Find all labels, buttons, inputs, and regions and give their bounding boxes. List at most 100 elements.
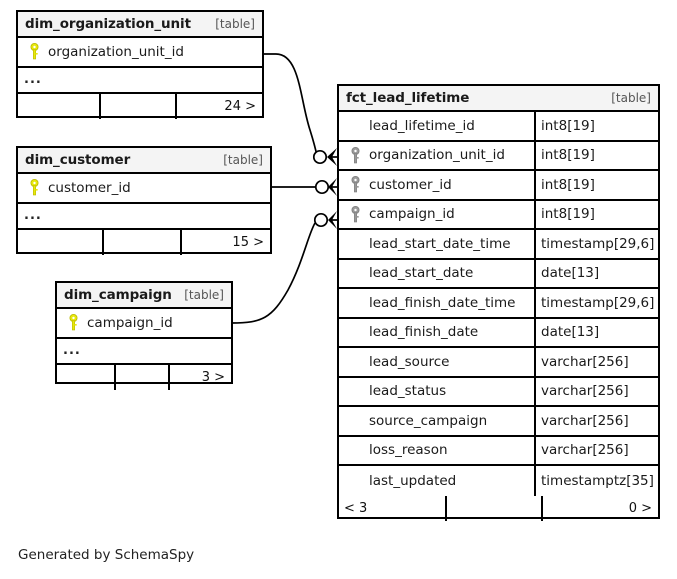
column-label: organization_unit_id: [48, 43, 184, 60]
primary-key-icon: [63, 314, 83, 331]
column-name-cell: campaign_id: [339, 201, 534, 229]
entity-type-tag: [table]: [215, 16, 255, 31]
column-type-cell: varchar[256]: [534, 348, 658, 376]
column-type-cell: date[13]: [534, 259, 658, 287]
foreign-key-icon: [345, 205, 365, 223]
column-name-cell: customer_id: [18, 174, 270, 202]
footer-middle-cell: [116, 364, 171, 390]
entity-header: dim_organization_unit [table]: [18, 12, 262, 38]
column-row[interactable]: campaign_id: [57, 309, 231, 339]
entity-header: fct_lead_lifetime [table]: [339, 86, 658, 112]
column-name-cell: campaign_id: [57, 309, 231, 337]
entity-type-tag: [table]: [611, 90, 651, 105]
entity-type-tag: [table]: [184, 287, 224, 302]
column-name-cell: organization_unit_id: [339, 142, 534, 170]
column-label: lead_finish_date_time: [369, 294, 516, 311]
cardinality-many-marker: [327, 148, 337, 166]
column-label: lead_finish_date: [369, 324, 479, 341]
column-label: lead_start_date_time: [369, 235, 511, 252]
entity-dim-campaign[interactable]: dim_campaign [table] campaign_id ...: [55, 281, 233, 390]
column-name-cell: lead_start_date: [339, 260, 534, 288]
column-row[interactable]: lead_finish_date_time timestamp[29,6]: [339, 289, 658, 319]
entity-footer: 15 >: [18, 229, 270, 255]
column-label: customer_id: [369, 176, 452, 193]
column-row[interactable]: lead_lifetime_id int8[19]: [339, 112, 658, 142]
footer-left-cell[interactable]: < 3: [339, 495, 448, 521]
column-row[interactable]: organization_unit_id int8[19]: [339, 141, 658, 171]
column-name-cell: lead_start_date_time: [339, 230, 534, 258]
entity-fct-lead-lifetime[interactable]: fct_lead_lifetime [table] lead_lifetime_…: [337, 84, 660, 521]
foreign-key-icon: [345, 176, 365, 193]
entity-more-row[interactable]: ...: [57, 339, 231, 365]
entity-footer: < 3 0 >: [339, 495, 658, 521]
column-row[interactable]: organization_unit_id: [18, 38, 262, 68]
column-type-cell: timestamp[29,6]: [534, 289, 658, 317]
column-label: lead_start_date: [369, 265, 474, 282]
column-type-cell: int8[19]: [534, 112, 658, 140]
column-label: loss_reason: [369, 442, 448, 459]
cardinality-zero-marker: [313, 212, 329, 228]
footer-right-cell[interactable]: 3 >: [201, 369, 225, 385]
entity-header: dim_customer [table]: [18, 148, 270, 174]
column-label: lead_source: [369, 353, 450, 370]
column-type-cell: varchar[256]: [534, 436, 658, 464]
column-row[interactable]: loss_reason varchar[256]: [339, 436, 658, 466]
entity-footer: 24 >: [18, 93, 262, 119]
primary-key-icon: [24, 179, 44, 196]
cardinality-zero-marker: [314, 179, 330, 195]
entity-title: fct_lead_lifetime: [346, 89, 470, 106]
column-name-cell: lead_finish_date_time: [339, 289, 534, 317]
column-label: lead_status: [369, 383, 447, 400]
column-label: campaign_id: [369, 206, 455, 223]
column-name-cell: organization_unit_id: [18, 38, 262, 66]
entity-more-row[interactable]: ...: [18, 68, 262, 94]
column-type-cell: int8[19]: [534, 141, 658, 169]
column-name-cell: loss_reason: [339, 437, 534, 465]
column-type-cell: date[13]: [534, 318, 658, 346]
relationship-line-organization-unit: [263, 53, 318, 157]
entity-title: dim_customer: [25, 151, 131, 168]
entity-footer: 3 >: [57, 364, 231, 390]
entity-dim-customer[interactable]: dim_customer [table] customer_id ...: [16, 146, 272, 255]
column-name-cell: lead_status: [339, 378, 534, 406]
footer-left-cell[interactable]: [18, 229, 104, 255]
column-row[interactable]: lead_start_date date[13]: [339, 259, 658, 289]
primary-key-icon: [24, 43, 44, 60]
footer-left-cell[interactable]: [18, 93, 101, 119]
entity-title: dim_campaign: [64, 286, 172, 303]
cardinality-many-marker: [328, 178, 337, 196]
column-label: campaign_id: [87, 314, 173, 331]
footer-middle-cell: [104, 229, 182, 255]
footer-left-cell[interactable]: [57, 364, 117, 390]
column-row[interactable]: lead_start_date_time timestamp[29,6]: [339, 230, 658, 260]
column-row[interactable]: lead_source varchar[256]: [339, 348, 658, 378]
column-row[interactable]: lead_finish_date date[13]: [339, 318, 658, 348]
footer-right-cell[interactable]: 15 >: [232, 234, 264, 250]
column-name-cell: customer_id: [339, 171, 534, 199]
column-type-cell: varchar[256]: [534, 407, 658, 435]
column-name-cell: source_campaign: [339, 407, 534, 435]
column-label: organization_unit_id: [369, 147, 505, 164]
column-label: lead_lifetime_id: [369, 117, 475, 134]
column-row[interactable]: customer_id: [18, 174, 270, 204]
foreign-key-icon: [345, 146, 365, 164]
column-name-cell: last_updated: [339, 466, 534, 496]
cardinality-many-marker: [328, 211, 337, 229]
generator-note: Generated by SchemaSpy: [18, 547, 195, 563]
entity-dim-organization-unit[interactable]: dim_organization_unit [table] organizati…: [16, 10, 264, 119]
column-type-cell: int8[19]: [534, 171, 658, 199]
footer-middle-cell: [447, 495, 544, 521]
footer-right-cell[interactable]: 0 >: [628, 500, 652, 516]
column-name-cell: lead_finish_date: [339, 319, 534, 347]
column-type-cell: timestamp[29,6]: [534, 230, 658, 258]
entity-more-row[interactable]: ...: [18, 204, 270, 230]
footer-right-cell[interactable]: 24 >: [224, 98, 256, 114]
column-name-cell: lead_lifetime_id: [339, 112, 534, 140]
entity-title: dim_organization_unit: [25, 15, 191, 32]
column-row[interactable]: customer_id int8[19]: [339, 171, 658, 201]
